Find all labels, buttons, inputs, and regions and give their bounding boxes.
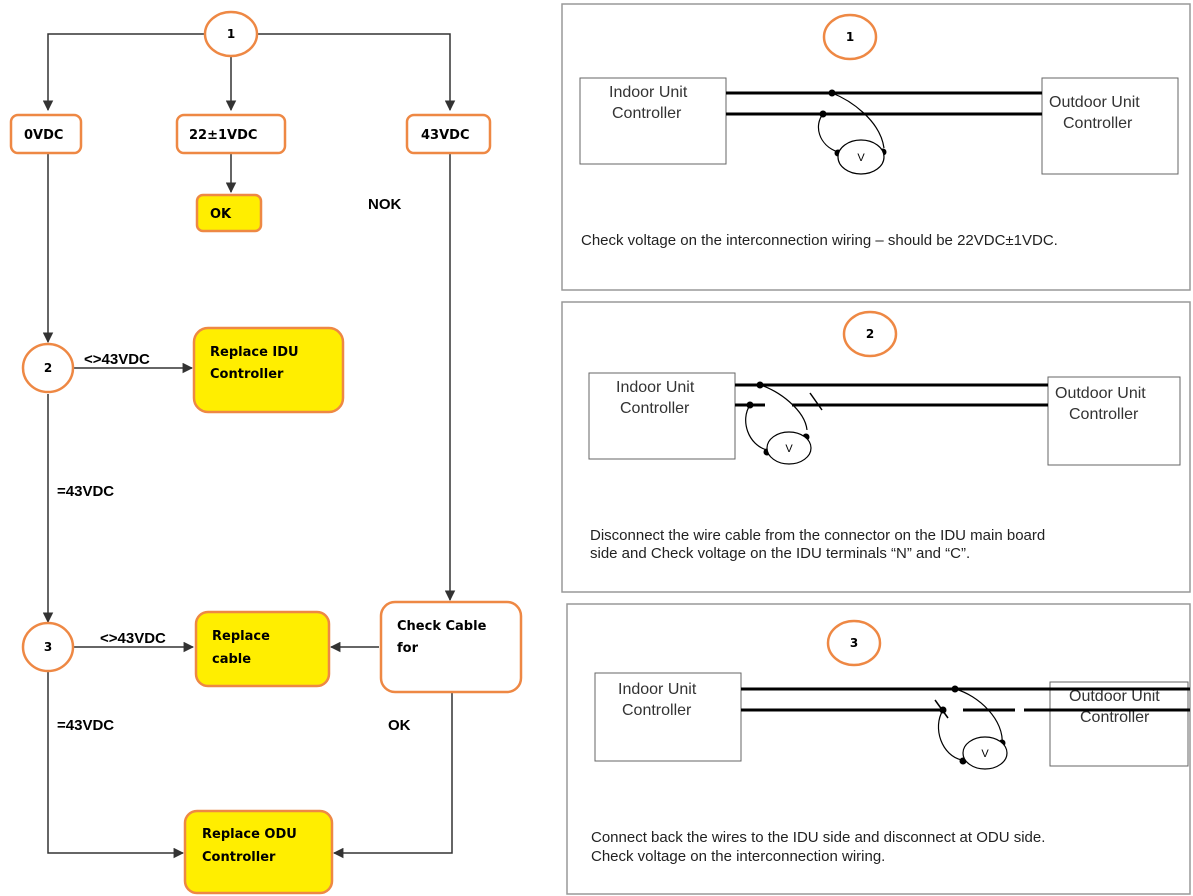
panel-2-indoor-line1: Indoor Unit <box>616 379 695 396</box>
box-check-cable-line1: Check Cable <box>397 619 487 634</box>
panel-3-caption-line1: Connect back the wires to the IDU side a… <box>591 829 1045 846</box>
box-replace-idu: Replace IDU Controller <box>192 326 345 414</box>
label-step3-not43: <>43VDC <box>100 630 166 647</box>
connector-check-cable-to-replace-odu <box>332 693 453 859</box>
box-22vdc-label: 22±1VDC <box>189 128 257 143</box>
panel-1-number: 1 <box>846 30 854 44</box>
box-0vdc-label: 0VDC <box>24 128 63 143</box>
panel-3-outdoor-line1: Outdoor Unit <box>1069 688 1160 705</box>
panel-1-outdoor-line1: Outdoor Unit <box>1049 94 1140 111</box>
panel-1-caption-line1: Check voltage on the interconnection wir… <box>581 232 1058 249</box>
panel-2-outdoor-line1: Outdoor Unit <box>1055 385 1146 402</box>
step2-number: 2 <box>44 361 52 375</box>
box-replace-idu-line1: Replace IDU <box>210 345 299 360</box>
panel-2: 2 Indoor Unit Controller Outdoor Unit Co… <box>561 301 1191 593</box>
label-nok: NOK <box>368 196 402 213</box>
panel-3-caption-line2: Check voltage on the interconnection wir… <box>591 848 885 865</box>
panel-3-meter: V <box>981 748 989 760</box>
label-step3-eq43: =43VDC <box>57 717 114 734</box>
panel-1: 1 Indoor Unit Controller Outdoor Unit Co… <box>561 3 1191 291</box>
step2-node: 2 <box>21 342 75 394</box>
panel-2-caption-line2: side and Check voltage on the IDU termin… <box>590 545 970 562</box>
box-replace-odu-line1: Replace ODU <box>202 827 297 842</box>
box-replace-cable-line1: Replace <box>212 629 270 644</box>
panel-2-outdoor-line2: Controller <box>1069 406 1139 423</box>
panel-1-meter: V <box>857 152 865 164</box>
box-replace-odu: Replace ODU Controller <box>183 809 334 895</box>
flowchart: 1 0VDC 22±1VDC 43VDC OK NOK 2 <>43VDC <box>9 10 523 895</box>
start-number: 1 <box>227 27 235 41</box>
panel-3-number: 3 <box>850 636 858 650</box>
panel-1-indoor-line2: Controller <box>612 105 682 122</box>
label-step2-eq43: =43VDC <box>57 483 114 500</box>
box-22vdc: 22±1VDC <box>175 113 287 155</box>
start-node: 1 <box>203 10 259 58</box>
panel-2-indoor-line2: Controller <box>620 400 690 417</box>
step3-node: 3 <box>21 621 75 673</box>
panel-3-wiring <box>741 687 1190 761</box>
box-replace-idu-line2: Controller <box>210 367 284 382</box>
box-0vdc: 0VDC <box>9 113 83 155</box>
box-replace-cable-line2: cable <box>212 652 251 667</box>
box-replace-odu-line2: Controller <box>202 850 276 865</box>
box-ok-label: OK <box>210 207 232 222</box>
panel-3-outdoor-line2: Controller <box>1080 709 1150 726</box>
box-replace-cable: Replace cable <box>194 610 331 688</box>
panel-1-wiring <box>726 91 1042 153</box>
panel-2-meter: V <box>785 443 793 455</box>
box-43vdc: 43VDC <box>405 113 492 155</box>
panel-2-caption-line1: Disconnect the wire cable from the conne… <box>590 527 1045 544</box>
panel-3: 3 Indoor Unit Controller Outdoor Unit Co… <box>566 603 1191 895</box>
panel-3-indoor-line1: Indoor Unit <box>618 681 697 698</box>
panel-2-number: 2 <box>866 327 874 341</box>
flow-connectors <box>42 33 456 859</box>
panel-2-wiring <box>735 383 1048 451</box>
connector-start-to-43vdc <box>258 33 456 112</box>
label-ok: OK <box>388 717 411 734</box>
connector-step3-to-replace-odu <box>47 672 185 859</box>
box-check-cable-line2: for <box>397 641 419 656</box>
label-step2-not43: <>43VDC <box>84 351 150 368</box>
step3-number: 3 <box>44 640 52 654</box>
connector-start-to-0vdc <box>42 33 205 112</box>
panel-1-outdoor-line2: Controller <box>1063 115 1133 132</box>
panel-1-indoor-line1: Indoor Unit <box>609 84 688 101</box>
panel-3-indoor-line2: Controller <box>622 702 692 719</box>
box-check-cable: Check Cable for <box>379 600 523 694</box>
box-ok: OK <box>195 193 263 233</box>
box-43vdc-label: 43VDC <box>421 128 469 143</box>
